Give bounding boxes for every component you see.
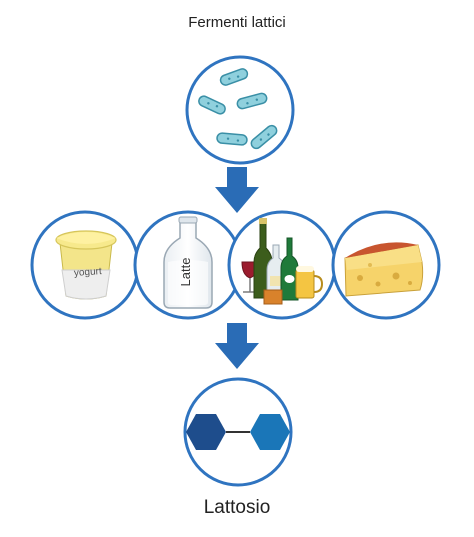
cheese-wedge-icon	[344, 242, 424, 297]
drinks-circle	[227, 210, 337, 320]
bottles-and-glasses-icon	[241, 218, 324, 305]
disaccharide-icon	[186, 414, 290, 450]
bacteria-icon	[198, 68, 278, 150]
bottom-label: Lattosio	[203, 497, 271, 518]
bacteria-circle	[185, 55, 295, 165]
yogurt-label: yogurt	[74, 266, 103, 279]
yogurt-circle: yogurt	[30, 210, 140, 320]
cheese-circle	[331, 210, 441, 320]
milk-bottle-icon: Latte	[163, 216, 213, 309]
milk-circle: Latte	[133, 210, 243, 320]
down-arrow-icon	[215, 167, 259, 213]
milk-label: Latte	[178, 258, 193, 287]
yogurt-cup-icon: yogurt	[55, 230, 117, 300]
lactose-circle	[183, 377, 293, 487]
down-arrow-icon	[215, 323, 259, 369]
top-label: Fermenti lattici	[188, 14, 286, 31]
